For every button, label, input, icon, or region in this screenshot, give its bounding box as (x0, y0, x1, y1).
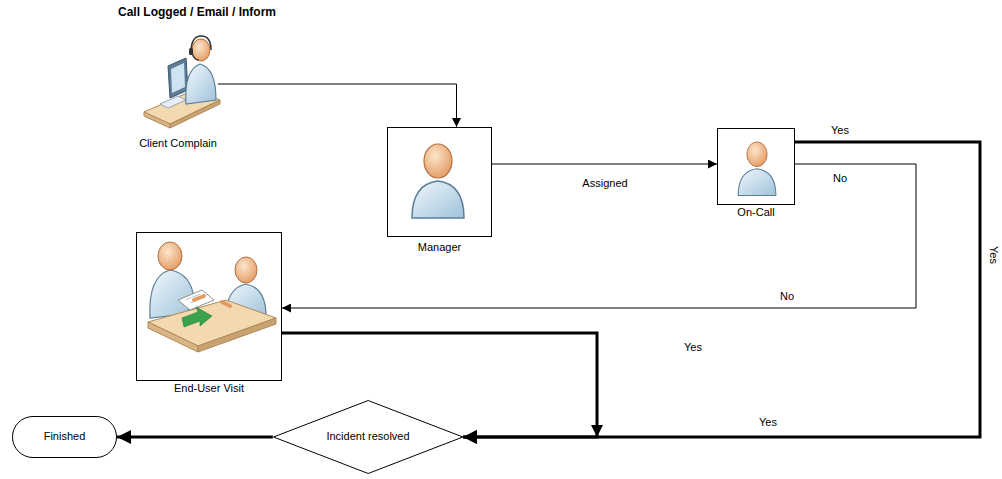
node-label: Incident resolved (326, 430, 409, 443)
flow-connector (218, 84, 457, 127)
node-label: Manager (418, 241, 461, 254)
edge-label: No (832, 172, 848, 185)
edge-label: Assigned (581, 177, 628, 190)
on-call-figure (738, 142, 776, 196)
on-call-box: On-Call (717, 128, 795, 205)
decision-diamond: Incident resolved (273, 400, 463, 474)
node-label: Finished (44, 430, 86, 443)
manager-box: Manager (387, 127, 492, 237)
flow-connector (492, 164, 717, 165)
path-label: Yes (986, 245, 999, 265)
end-user-box: End-User Visit (136, 232, 282, 381)
client-node: Client Complain (138, 38, 218, 130)
node-label: Client Complain (139, 137, 217, 150)
node-label: On-Call (737, 206, 774, 219)
diagram-title: Call Logged / Email / Inform (118, 5, 276, 19)
manager-figure (412, 144, 464, 218)
flow-connector (117, 436, 273, 439)
edge-label: Yes (683, 341, 703, 354)
path-label: No (779, 290, 795, 303)
node-label: End-User Visit (174, 382, 244, 395)
flow-connector (282, 164, 916, 308)
terminal-box: Finished (12, 416, 117, 458)
client-illustration (144, 36, 220, 128)
flow-connector (463, 142, 980, 437)
end-user-illustration (148, 242, 276, 352)
path-label: Yes (758, 416, 778, 429)
edge-label: Yes (830, 124, 850, 137)
